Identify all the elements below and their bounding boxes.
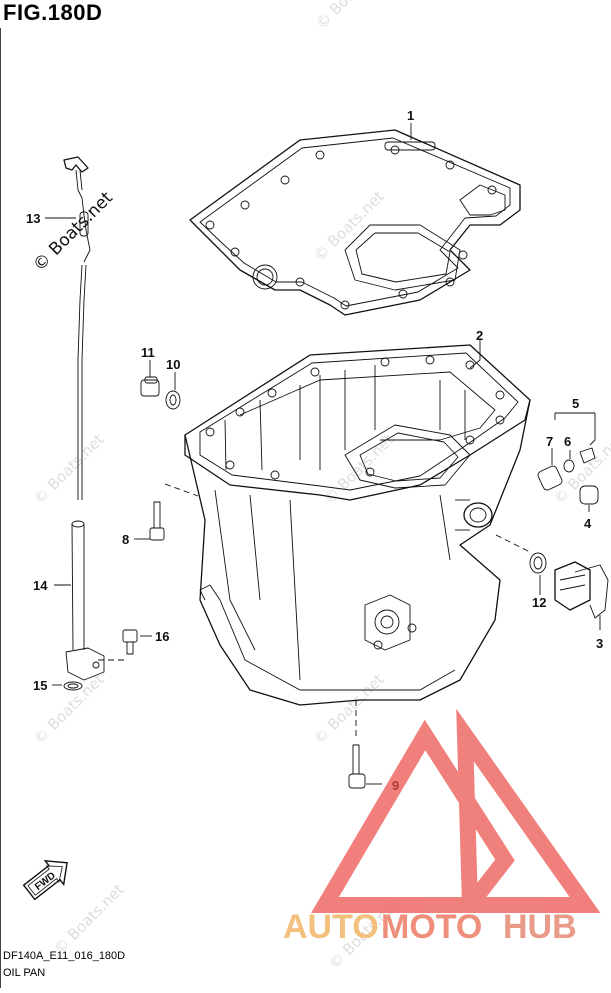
sensor-part-3 (554, 561, 609, 630)
fwd-arrow-icon: FWD (22, 859, 68, 901)
watermark-1: © Boats.net (312, 0, 390, 33)
o-ring-part-15 (52, 681, 83, 691)
part-label-2: 2 (476, 328, 483, 343)
part-label-4: 4 (584, 516, 592, 531)
part-label-1: 1 (407, 108, 414, 123)
o-ring-part-12 (495, 534, 547, 595)
automotohub-logo-mark (311, 708, 601, 913)
gasket-part-1 (189, 123, 521, 316)
bolt-part-8 (134, 483, 199, 541)
part-label-15: 15 (33, 678, 47, 693)
watermark-7: © Boats.net (550, 430, 611, 508)
watermark-6: © Boats.net (310, 670, 388, 748)
part-label-16: 16 (155, 629, 169, 644)
part-label-9: 9 (392, 778, 399, 793)
bracket-part-5 (554, 412, 596, 464)
logo-text-hub: HUB (503, 908, 577, 946)
plug-part-7 (537, 448, 563, 491)
bolt-part-9 (348, 700, 382, 789)
part-label-6: 6 (564, 434, 571, 449)
watermark-3: © Boats.net (30, 430, 108, 508)
part-label-13: 13 (26, 211, 40, 226)
part-label-14: 14 (33, 578, 48, 593)
logo-text-auto: AUTO (283, 908, 379, 946)
frame-left-border (0, 28, 1, 988)
watermark-2: © Boats.net (310, 187, 388, 265)
figure-code: DF140A_E11_016_180D (3, 950, 126, 962)
washer-part-6 (563, 450, 575, 473)
automotohub-wordmark: AUTO MOTO HUB (283, 908, 577, 946)
logo-text-moto: MOTO (381, 908, 482, 946)
watermark-4: © Boats.net (320, 430, 398, 508)
figure-title: FIG.180D (3, 0, 103, 25)
gasket-part-10 (165, 372, 181, 410)
guide-tube-part-14 (54, 520, 125, 681)
bolt-part-16 (122, 629, 152, 655)
part-label-5: 5 (572, 396, 579, 411)
part-label-11: 11 (141, 345, 155, 360)
plug-part-4 (579, 485, 599, 512)
oil-pan-part-2 (184, 340, 531, 706)
part-label-7: 7 (546, 434, 553, 449)
watermark-dipstick: © Boats.net (29, 188, 117, 276)
plug-part-11 (140, 360, 160, 397)
dipstick-part-13 (45, 156, 91, 500)
watermark-8: © Boats.net (50, 880, 128, 958)
figure-caption: OIL PAN (3, 967, 46, 979)
part-label-12: 12 (532, 595, 546, 610)
part-label-3: 3 (596, 636, 603, 651)
part-label-10: 10 (166, 357, 180, 372)
part-label-8: 8 (122, 532, 129, 547)
